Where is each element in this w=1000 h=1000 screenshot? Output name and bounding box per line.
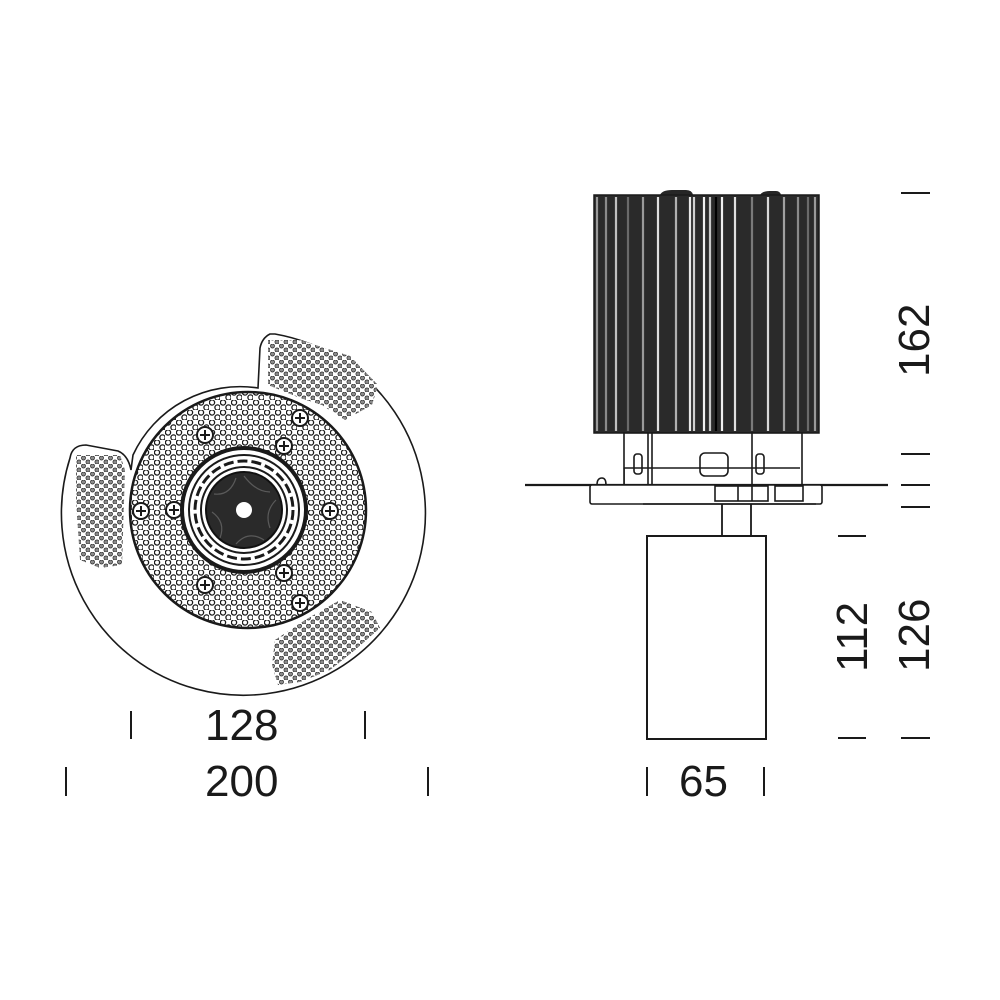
mounting-bracket <box>592 432 803 500</box>
dimension-lower-total-height: 126 <box>890 598 939 672</box>
dimension-ticks-top-view <box>65 711 429 796</box>
base-plate <box>589 484 823 505</box>
side-view <box>525 190 888 740</box>
dimension-ticks-side-view <box>646 192 930 796</box>
dimension-top-inner-width: 128 <box>205 701 279 750</box>
perforated-patch-left <box>76 455 125 568</box>
spot-stem <box>721 504 752 536</box>
finned-heatsink <box>593 194 820 434</box>
lens-aperture <box>236 502 252 518</box>
screw-icon <box>132 409 339 612</box>
dimension-heatsink-height: 162 <box>890 303 939 377</box>
heatsink-fins <box>595 197 817 431</box>
perforated-patch-bottom <box>272 600 380 685</box>
dimension-spot-width: 65 <box>679 757 728 806</box>
perforated-patch-top <box>268 340 378 420</box>
top-view <box>60 333 427 696</box>
cylindrical-spot <box>646 535 767 740</box>
dimension-spot-height: 112 <box>828 601 877 672</box>
dimension-top-outer-width: 200 <box>205 757 279 806</box>
lens-assembly <box>180 446 308 574</box>
